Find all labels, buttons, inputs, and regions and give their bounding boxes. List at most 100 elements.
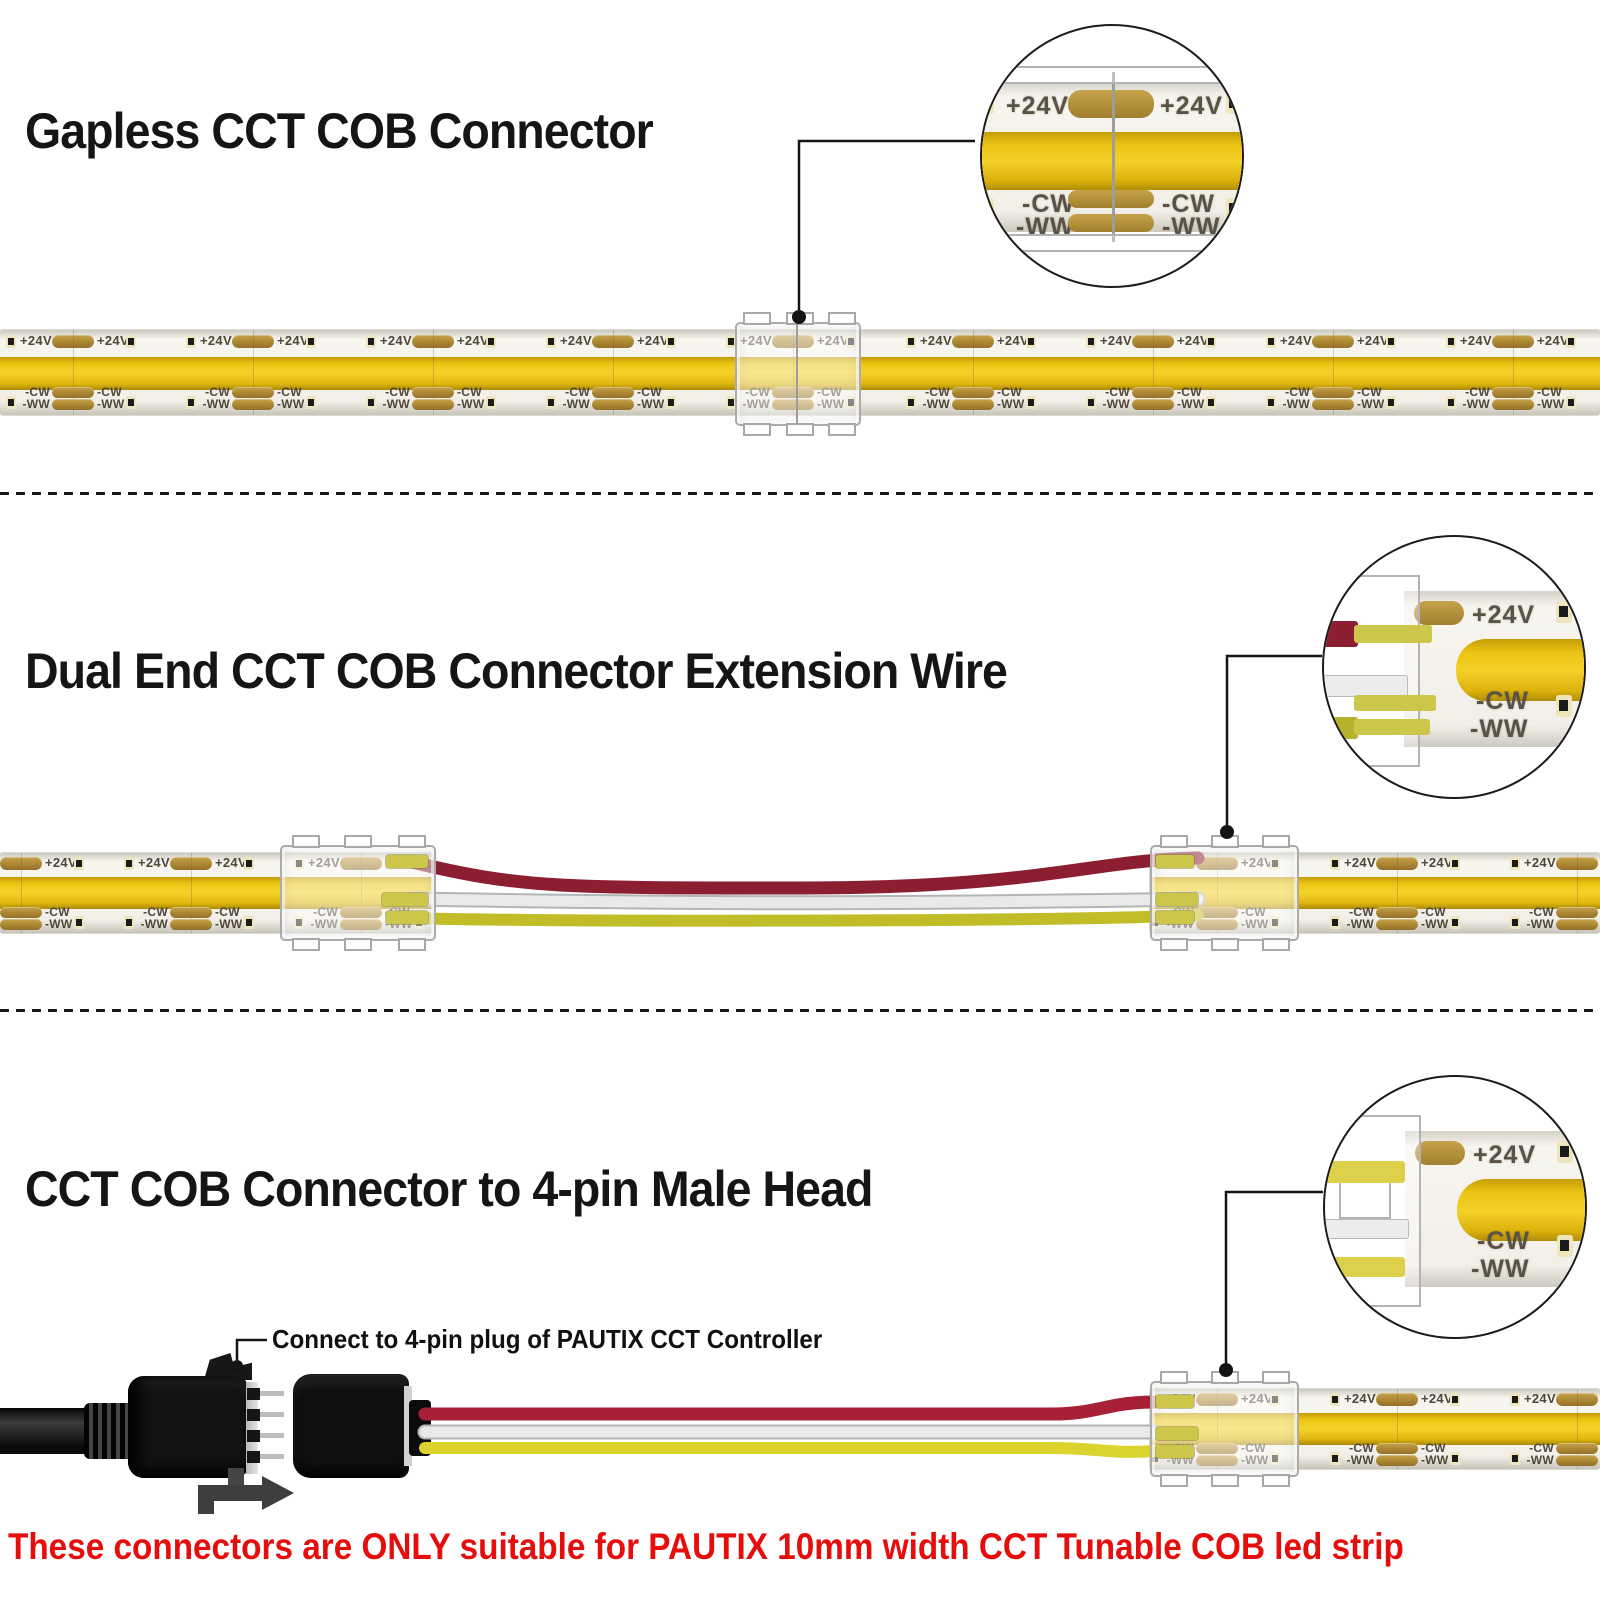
strip-cell: +24V+24V-CW-CW-WW-WW xyxy=(1504,853,1600,933)
strip-cell: +24V+24V-CW-CW-WW-WW xyxy=(0,853,118,933)
crimp-contact xyxy=(1156,855,1194,868)
strip-joint-seam xyxy=(796,324,798,424)
crimp-contact xyxy=(1354,695,1436,711)
extension-wire-white xyxy=(406,893,1204,909)
magnified-strip: +24V -CW -WW xyxy=(1404,591,1584,747)
strip-connector-clip xyxy=(280,835,436,951)
male-head-wire-yellow xyxy=(419,1442,1160,1458)
section-divider xyxy=(0,1009,1600,1012)
magnifier-circle-dual-end: +24V -CW -WW xyxy=(1322,535,1586,799)
strip-connector-clip xyxy=(1150,835,1299,951)
socket-edge xyxy=(404,1386,412,1466)
strip-cell: +24V+24V-CW-CW-WW-WW xyxy=(540,330,720,415)
section-title-male-head: CCT COB Connector to 4-pin Male Head xyxy=(25,1161,873,1217)
magnifier-circle-male-head: +24V -CW -WW xyxy=(1323,1075,1587,1339)
strip-cell: +24V+24V-CW-CW-WW-WW xyxy=(1260,330,1440,415)
led-strip-left: +24V+24V-CW-CW-WW-WW+24V+24V-CW-CW-WW-WW… xyxy=(0,853,432,933)
pointer-line-callout xyxy=(235,1338,267,1360)
strip-contact xyxy=(1556,601,1572,623)
strip-contact xyxy=(1557,1141,1573,1163)
led-strip-right: +24V+24V-CW-CW-WW-WW+24V+24V-CW-CW-WW-WW… xyxy=(1150,853,1600,933)
crimp-contact xyxy=(1156,911,1194,924)
section-divider xyxy=(0,492,1600,495)
crimp-contact xyxy=(386,855,428,868)
strip-label-ww: -WW xyxy=(1470,715,1529,743)
section-title-dual-end: Dual End CCT COB Connector Extension Wir… xyxy=(25,643,1008,699)
led-strip-gapless: +24V+24V-CW-CW-WW-WW+24V+24V-CW-CW-WW-WW… xyxy=(0,330,1600,415)
magnified-strip: +24V +24V -CW -CW -WW -WW xyxy=(982,72,1242,242)
clip-frame xyxy=(1000,66,1242,84)
crimp-contact xyxy=(1354,625,1432,643)
strip-label-24v: +24V xyxy=(1160,92,1224,120)
gapless-connector-clip xyxy=(735,312,861,436)
solder-pad xyxy=(1068,90,1154,118)
solder-pad xyxy=(1068,190,1154,208)
strip-cell: +24V+24V-CW-CW-WW-WW xyxy=(720,330,900,415)
magnified-cob-band xyxy=(1457,1179,1585,1241)
strip-label-cw: -CW xyxy=(1162,190,1215,218)
warning-text: These connectors are ONLY suitable for P… xyxy=(8,1526,1404,1567)
extension-wire-green xyxy=(406,909,1204,927)
strip-contact xyxy=(1226,198,1242,220)
section-title-gapless: Gapless CCT COB Connector xyxy=(25,103,654,159)
strip-label-ww: -WW xyxy=(1471,1255,1530,1283)
4pin-male-plug xyxy=(128,1376,250,1478)
strip-label-cw: -CW xyxy=(1476,687,1529,715)
crimp-contact xyxy=(1156,893,1198,906)
clip-frame xyxy=(1000,234,1242,252)
callout-label: Connect to 4-pin plug of PAUTIX CCT Cont… xyxy=(272,1324,823,1354)
strip-label-24v: +24V xyxy=(1006,92,1070,120)
pointer-line-dual-end xyxy=(1225,654,1322,825)
led-strip-male-head: +24V+24V-CW-CW-WW-WW+24V+24V-CW-CW-WW-WW… xyxy=(1150,1389,1600,1469)
strip-contact xyxy=(982,198,994,220)
pointer-line-male-head xyxy=(1224,1190,1323,1363)
cob-band xyxy=(1150,877,1600,909)
strip-joint-seam xyxy=(1112,72,1115,242)
strip-contact xyxy=(1226,92,1242,114)
pin-header-plate xyxy=(246,1382,258,1474)
solder-pad xyxy=(1068,214,1154,232)
solder-pad xyxy=(1415,1141,1465,1165)
strip-label-cw: -CW xyxy=(1022,190,1075,218)
strip-cell: +24V+24V-CW-CW-WW-WW xyxy=(118,853,288,933)
cob-band xyxy=(1150,1413,1600,1445)
strip-cell: +24V+24V-CW-CW-WW-WW xyxy=(0,330,180,415)
strip-cell: +24V+24V-CW-CW-WW-WW xyxy=(1504,1389,1600,1469)
crimp-contact xyxy=(382,893,428,906)
strip-label-24v: +24V xyxy=(1472,601,1536,629)
male-head-wire-red xyxy=(418,1395,1161,1421)
cob-band xyxy=(0,357,1600,390)
pointer-line-gapless xyxy=(797,139,975,310)
4pin-female-socket xyxy=(293,1374,409,1478)
red-wire-stub xyxy=(1324,621,1358,647)
strip-cell: +24V+24V-CW-CW-WW-WW xyxy=(1080,330,1260,415)
magnifier-circle-gapless: +24V +24V -CW -CW -WW -WW xyxy=(980,24,1244,288)
strip-contact xyxy=(982,92,994,114)
strip-contact xyxy=(1556,695,1572,717)
extension-wire-red xyxy=(405,851,1205,895)
strip-cell: +24V+24V-CW-CW-WW-WW xyxy=(180,330,360,415)
cob-band xyxy=(0,877,432,909)
green-wire-stub xyxy=(1324,717,1358,739)
strip-cell: +24V+24V-CW-CW-WW-WW xyxy=(1440,330,1600,415)
strip-cell: +24V+24V-CW-CW-WW-WW xyxy=(360,330,540,415)
yellow-contact-stub xyxy=(1325,1161,1405,1183)
strip-connector-clip xyxy=(1150,1371,1299,1487)
extension-wire-white-edge xyxy=(404,891,1206,911)
socket-strain-relief xyxy=(409,1400,431,1456)
crimp-contact xyxy=(1354,719,1430,735)
crimp-contact xyxy=(386,911,428,924)
crimp-contact xyxy=(1156,1395,1194,1408)
white-contact-stub xyxy=(1325,1219,1409,1239)
white-wire-stub xyxy=(1324,675,1408,697)
crimp-contact xyxy=(1156,1445,1194,1458)
strip-cell: +24V+24V-CW-CW-WW-WW xyxy=(1324,853,1504,933)
strip-label-24v: +24V xyxy=(1473,1141,1537,1169)
strip-cell: +24V+24V-CW-CW-WW-WW xyxy=(1324,1389,1504,1469)
strip-label-cw: -CW xyxy=(1477,1227,1530,1255)
solder-pad xyxy=(1414,601,1464,625)
strip-cell: +24V+24V-CW-CW-WW-WW xyxy=(900,330,1080,415)
